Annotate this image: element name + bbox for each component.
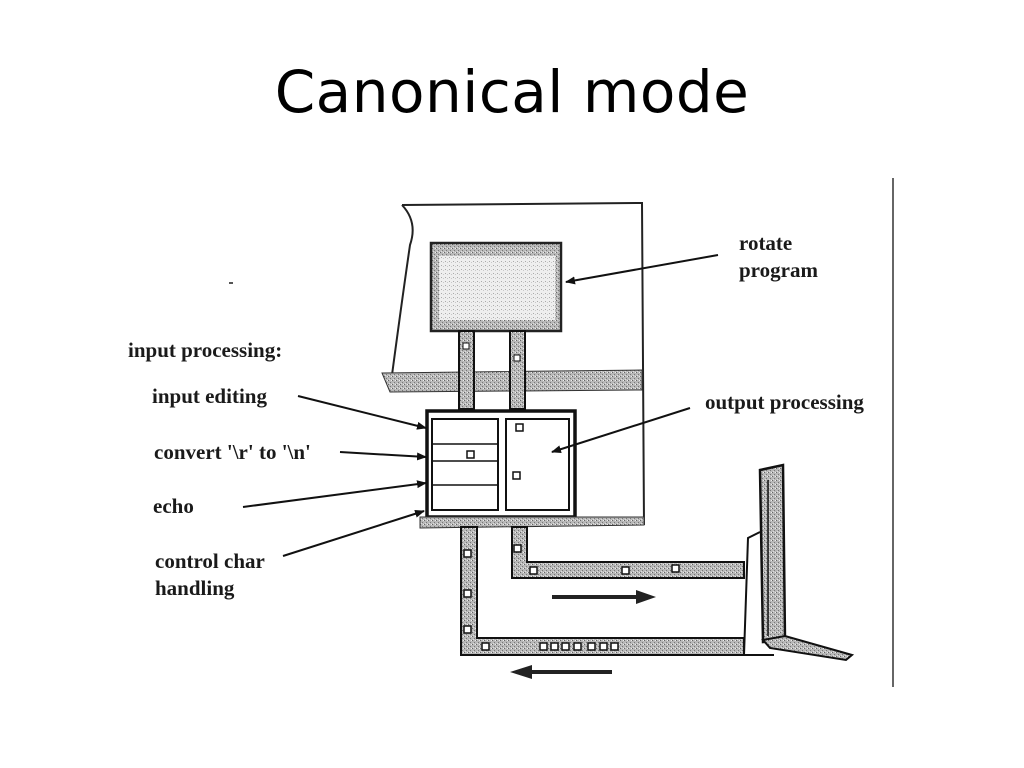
input-pipe — [460, 526, 745, 656]
device-boundary-band — [419, 516, 645, 529]
rotate-program-box — [429, 241, 563, 333]
pointer-lines — [242, 254, 719, 557]
slide-title: Canonical mode — [274, 58, 750, 126]
line-discipline-box — [425, 409, 577, 519]
output-direction-arrow — [552, 590, 656, 604]
rotate-program-label-line2: program — [739, 258, 818, 282]
control-char-label-line1: control char — [155, 549, 265, 573]
rotate-program-label-line1: rotate — [739, 231, 792, 255]
echo-label: echo — [153, 494, 194, 518]
input-pipe-chars — [463, 549, 619, 651]
stray-mark — [229, 282, 233, 284]
input-processing-label: input processing: — [128, 338, 282, 362]
input-direction-arrow — [510, 665, 612, 679]
output-pipe-chars — [513, 544, 680, 575]
program-pipes — [458, 330, 526, 410]
output-processing-label: output processing — [705, 390, 864, 414]
convert-label: convert '\r' to '\n' — [154, 440, 311, 464]
terminal-icon — [742, 463, 855, 662]
output-pipe — [511, 526, 745, 579]
kernel-outline — [391, 201, 645, 526]
input-editing-label: input editing — [152, 384, 267, 408]
control-char-label-line2: handling — [155, 576, 235, 600]
